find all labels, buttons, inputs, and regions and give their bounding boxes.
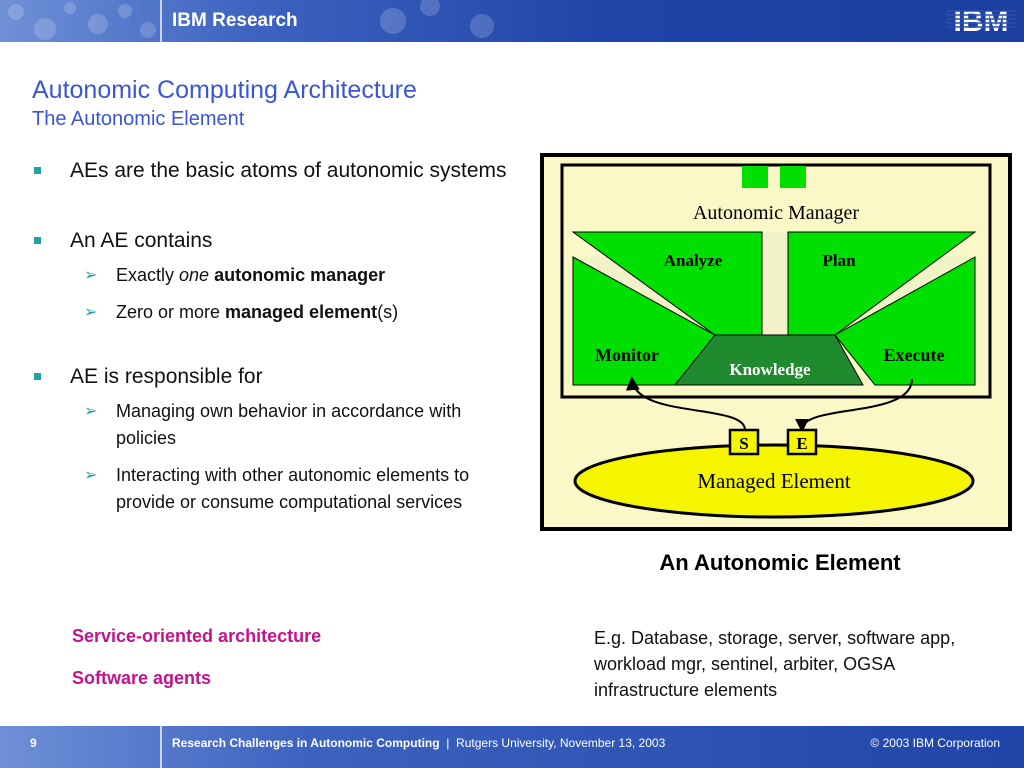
knowledge-shape — [673, 334, 864, 386]
sensor-label: S — [739, 434, 748, 453]
autonomic-element-diagram: Autonomic Manager Analyze Plan Monitor E… — [540, 153, 1012, 531]
link-service-oriented-architecture[interactable]: Service-oriented architecture — [72, 626, 322, 646]
sub-bullet-text: Exactly — [116, 265, 180, 285]
bullet-text: An AE contains — [70, 229, 213, 252]
effector-box — [786, 428, 818, 456]
sub-bullet-one-manager: ➢ Exactly one autonomic manager — [32, 262, 512, 289]
copyright-text: © 2003 IBM Corporation — [870, 736, 1000, 750]
arrow-bullet-icon: ➢ — [84, 304, 98, 321]
emphasis-autonomic-manager: autonomic manager — [214, 265, 386, 285]
monitor-label: Monitor — [595, 345, 659, 365]
arrow-bullet-icon: ➢ — [84, 267, 98, 284]
header-divider — [160, 0, 162, 42]
sub-bullet-text: Zero or more — [116, 302, 226, 322]
sensor-box — [728, 428, 760, 456]
manager-label: Autonomic Manager — [693, 202, 859, 224]
venue-text: Rutgers University, November 13, 2003 — [456, 736, 666, 750]
examples-text: E.g. Database, storage, server, software… — [594, 628, 956, 700]
managed-element-label: Managed Element — [697, 469, 851, 493]
ibm-logo-icon: IBM — [946, 5, 1016, 36]
slide-subtitle: The Autonomic Element — [32, 108, 245, 130]
page-number: 9 — [30, 736, 37, 750]
effector-label: E — [796, 434, 807, 453]
sub-bullet-interacting: ➢ Interacting with other autonomic eleme… — [32, 462, 512, 516]
knowledge-label: Knowledge — [729, 360, 811, 379]
talk-title: Research Challenges in Autonomic Computi… — [172, 736, 440, 750]
header-title: IBM Research — [172, 10, 298, 31]
sub-bullet-managing-behavior: ➢ Managing own behavior in accordance wi… — [32, 398, 512, 452]
bullet-ae-responsible: AE is responsible for — [32, 362, 512, 392]
bullet-ae-contains: An AE contains — [32, 226, 512, 256]
plan-label: Plan — [822, 251, 856, 270]
sensor-arrow — [625, 376, 746, 431]
sub-bullet-managed-elements: ➢ Zero or more managed element(s) — [32, 299, 512, 326]
center-connector — [762, 232, 788, 335]
bullet-text: AE is responsible for — [70, 365, 263, 388]
footer-separator: | — [439, 736, 457, 750]
sub-bullet-suffix: (s) — [377, 302, 399, 322]
footer-info: Research Challenges in Autonomic Computi… — [172, 736, 665, 750]
port-right-icon — [780, 166, 806, 188]
execute-shape — [834, 256, 976, 386]
footer-divider — [160, 726, 162, 768]
slide-title: Autonomic Computing Architecture — [32, 76, 417, 104]
diagram-caption: An Autonomic Element — [659, 550, 901, 575]
bullet-text: AEs are the basic atoms of autonomic sys… — [70, 159, 507, 182]
sub-bullet-text: Interacting with other autonomic element… — [116, 465, 470, 512]
bullet-list: AEs are the basic atoms of autonomic sys… — [32, 156, 512, 516]
square-bullet-icon — [34, 373, 41, 380]
footer-bar: 9 Research Challenges in Autonomic Compu… — [0, 726, 1024, 768]
link-software-agents[interactable]: Software agents — [72, 668, 212, 688]
analyze-label: Analyze — [664, 251, 723, 270]
header-bar: IBM Research IBM — [0, 0, 1024, 42]
arrow-bullet-icon: ➢ — [84, 403, 98, 420]
port-left-icon — [742, 166, 768, 188]
square-bullet-icon — [34, 237, 41, 244]
emphasis-managed-element: managed element — [225, 302, 378, 322]
execute-label: Execute — [884, 345, 945, 365]
effector-arrow — [795, 378, 913, 433]
square-bullet-icon — [34, 167, 41, 174]
emphasis-one: one — [179, 265, 210, 285]
managed-element-shape — [573, 443, 975, 519]
sub-bullet-text: Managing own behavior in accordance with… — [116, 401, 462, 448]
bullet-aes-atoms: AEs are the basic atoms of autonomic sys… — [32, 156, 512, 186]
ibm-logo-text: IBM — [954, 5, 1009, 36]
arrow-bullet-icon: ➢ — [84, 467, 98, 484]
